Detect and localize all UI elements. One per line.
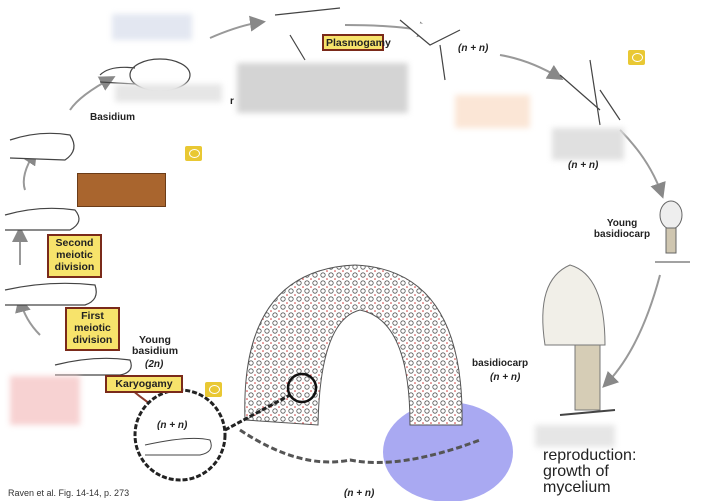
hidden-label-box <box>112 14 192 40</box>
basidium-label: Basidium <box>90 112 136 123</box>
comment-icon[interactable] <box>185 146 202 161</box>
hidden-label-box <box>535 425 615 447</box>
comment-icon[interactable] <box>628 50 645 65</box>
karyogamy-label: Karyogamy <box>105 375 183 393</box>
young-basidiocarp-drawing <box>655 200 690 263</box>
basidiocarp-ploidy-label: (n + n) <box>490 372 521 383</box>
nn-bottom-label: (n + n) <box>344 488 375 499</box>
hidden-label-box <box>115 84 222 102</box>
young-basidium-label: Young basidium <box>131 334 179 357</box>
basidiocarp-section-drawing <box>239 264 481 464</box>
hidden-label-box <box>10 376 80 425</box>
comment-icon[interactable] <box>205 382 222 397</box>
mature-mushroom-drawing <box>542 264 616 416</box>
nn-circle-label: (n + n) <box>157 420 188 431</box>
plasmogamy-label: Plasmogamy <box>322 34 391 51</box>
first-meiotic-division-label: First meiotic division <box>65 307 120 351</box>
young-basidiocarp-label: Young basidiocarp <box>593 218 651 240</box>
young-basidium-ploidy: (2n) <box>145 359 164 370</box>
hidden-label-box <box>552 128 624 160</box>
second-meiotic-division-label: Second meiotic division <box>47 234 102 278</box>
nn-top-label: (n + n) <box>458 43 489 54</box>
hidden-label-box <box>237 63 408 113</box>
hidden-label-box <box>77 173 166 207</box>
partial-letter: r <box>230 96 234 107</box>
hidden-label-box <box>455 95 530 128</box>
basidiocarp-label: basidiocarp <box>472 358 529 369</box>
citation-text: Raven et al. Fig. 14-14, p. 273 <box>8 488 130 498</box>
zoom-circle <box>133 372 318 482</box>
reproduction-text: reproduction: growth of mycelium <box>543 447 637 496</box>
hyphae-sketches <box>4 7 621 376</box>
nn-right-label: (n + n) <box>568 160 599 171</box>
